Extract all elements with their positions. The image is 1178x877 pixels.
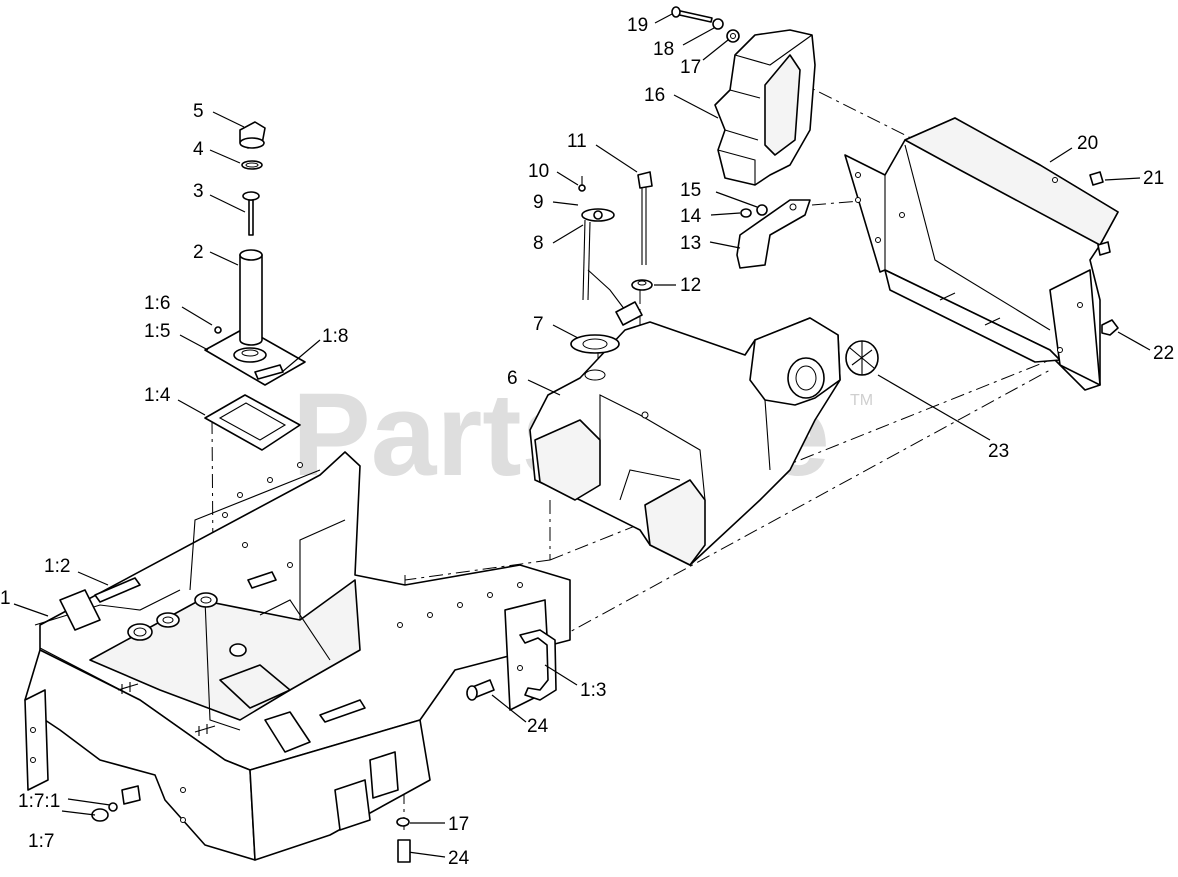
callout-14: 14 xyxy=(680,206,702,227)
callout-1-7: 1:7 xyxy=(28,831,54,852)
bolt-24-bottom xyxy=(397,839,411,863)
callout-labels: 1 1:2 1:3 1:4 1:5 1:6 1:7 1:7:1 1:8 2 3 … xyxy=(0,15,1174,869)
callout-6: 6 xyxy=(507,368,518,389)
callout-13: 13 xyxy=(680,233,701,254)
callout-4: 4 xyxy=(193,139,204,160)
callout-10: 10 xyxy=(528,161,549,182)
callout-1-5: 1:5 xyxy=(144,321,170,342)
callout-15: 15 xyxy=(680,180,701,201)
callout-7: 7 xyxy=(533,314,544,335)
frame-holes xyxy=(30,462,523,823)
main-frame xyxy=(24,451,571,861)
strap-clamp xyxy=(736,199,811,269)
callout-17-top: 17 xyxy=(680,57,701,78)
tank-bracket xyxy=(844,117,1119,391)
fuel-sender xyxy=(578,176,643,326)
callout-1-4: 1:4 xyxy=(144,385,171,406)
callout-9: 9 xyxy=(533,192,544,213)
fuel-cap xyxy=(845,340,879,376)
callout-1: 1 xyxy=(0,588,11,609)
heat-shield xyxy=(714,29,816,186)
callout-2: 2 xyxy=(193,242,204,263)
callout-18: 18 xyxy=(653,39,674,60)
callout-1-7-1: 1:7:1 xyxy=(18,791,60,812)
leader-lines xyxy=(13,13,1151,858)
callout-11: 11 xyxy=(567,131,587,152)
screw-21 xyxy=(1089,171,1104,186)
callout-24-bottom: 24 xyxy=(448,848,470,869)
callout-1-3: 1:3 xyxy=(580,680,606,701)
callout-1-2: 1:2 xyxy=(44,556,70,577)
callout-21: 21 xyxy=(1143,168,1164,189)
washer-17-bottom xyxy=(396,817,410,827)
top-fasteners xyxy=(671,6,740,43)
filler-assembly xyxy=(204,121,306,451)
callout-24-side: 24 xyxy=(527,716,549,737)
callout-12: 12 xyxy=(680,275,701,296)
callout-16: 16 xyxy=(644,85,665,106)
nut-22 xyxy=(1101,319,1119,336)
callout-23: 23 xyxy=(988,441,1009,462)
sender-gasket xyxy=(570,334,620,354)
vent-tube xyxy=(631,171,653,291)
callout-1-8: 1:8 xyxy=(322,326,348,347)
callout-5: 5 xyxy=(193,101,204,122)
callout-3: 3 xyxy=(193,181,204,202)
callout-22: 22 xyxy=(1153,343,1174,364)
watermark-trademark: TM xyxy=(850,392,873,409)
fuel-tank xyxy=(529,317,841,566)
callout-1-6: 1:6 xyxy=(144,293,170,314)
callout-20: 20 xyxy=(1077,133,1098,154)
callout-8: 8 xyxy=(533,233,544,254)
callout-19: 19 xyxy=(627,15,648,36)
callout-17-bottom: 17 xyxy=(448,814,469,835)
